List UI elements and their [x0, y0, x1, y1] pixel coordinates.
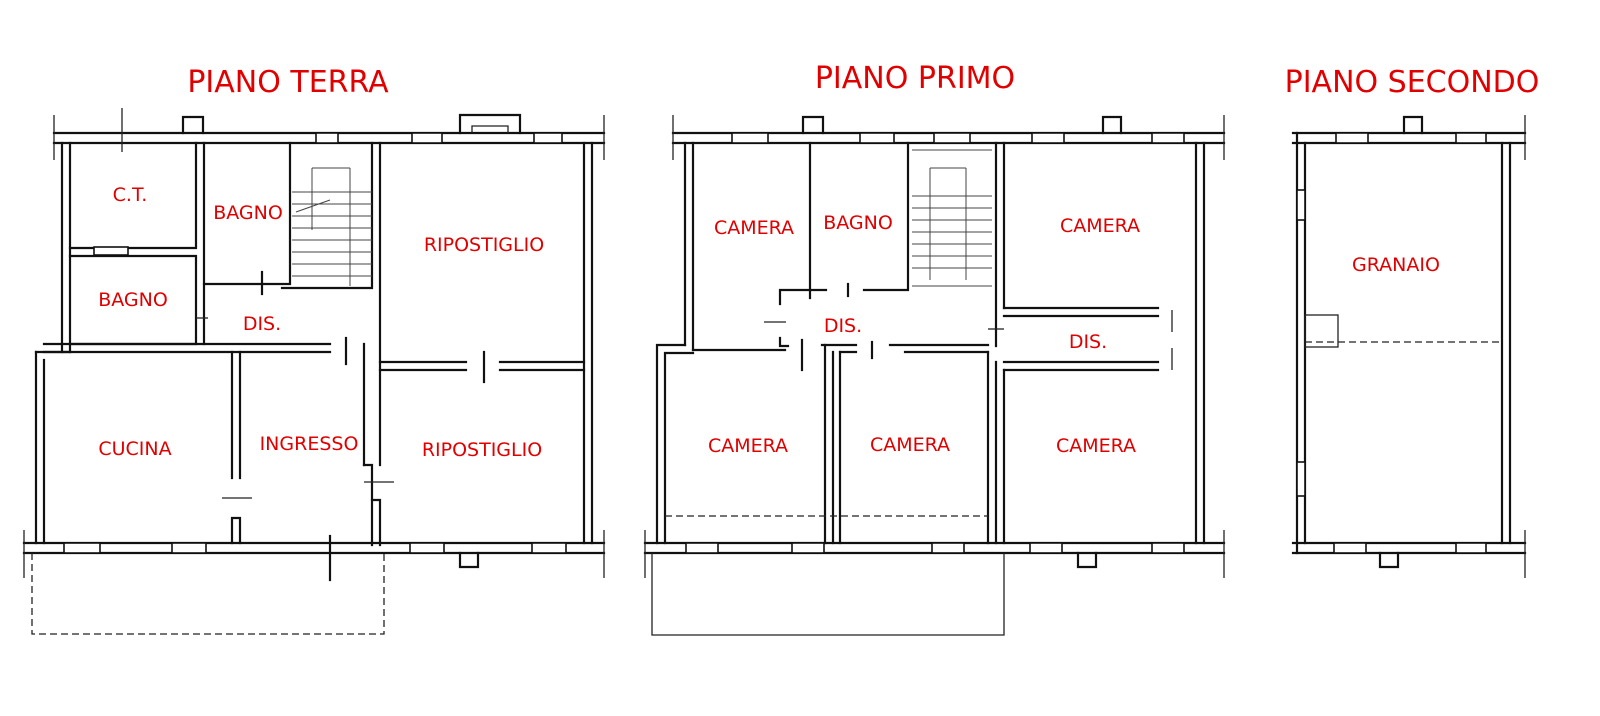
room-label-dis: DIS.	[243, 313, 281, 335]
floor-title-terra: PIANO TERRA	[187, 65, 389, 100]
room-label-camera-3: CAMERA	[708, 435, 788, 457]
room-label-ct: C.T.	[113, 184, 148, 206]
room-label-dis-1: DIS.	[824, 315, 862, 337]
room-label-bagno-lower: BAGNO	[98, 289, 168, 311]
room-label-camera-4: CAMERA	[870, 434, 950, 456]
floor-piano-terra: PIANO TERRA	[22, 65, 606, 635]
room-label-granaio: GRANAIO	[1352, 254, 1440, 276]
room-label-ripostiglio-upper: RIPOSTIGLIO	[424, 234, 544, 256]
room-label-camera-5: CAMERA	[1056, 435, 1136, 457]
floor-title-primo: PIANO PRIMO	[815, 61, 1015, 96]
room-label-ingresso: INGRESSO	[260, 433, 359, 455]
floor-piano-primo: PIANO PRIMO	[643, 61, 1226, 636]
floor-piano-secondo: PIANO SECONDO GRANAIO	[1285, 65, 1540, 578]
room-label-camera-2: CAMERA	[1060, 215, 1140, 237]
room-label-cucina: CUCINA	[98, 438, 171, 460]
room-label-bagno-upper: BAGNO	[213, 202, 283, 224]
room-label-dis-2: DIS.	[1069, 331, 1107, 353]
room-label-bagno: BAGNO	[823, 212, 893, 234]
room-label-camera-1: CAMERA	[714, 217, 794, 239]
room-label-ripostiglio-lower: RIPOSTIGLIO	[422, 439, 542, 461]
floor-title-secondo: PIANO SECONDO	[1285, 65, 1540, 100]
